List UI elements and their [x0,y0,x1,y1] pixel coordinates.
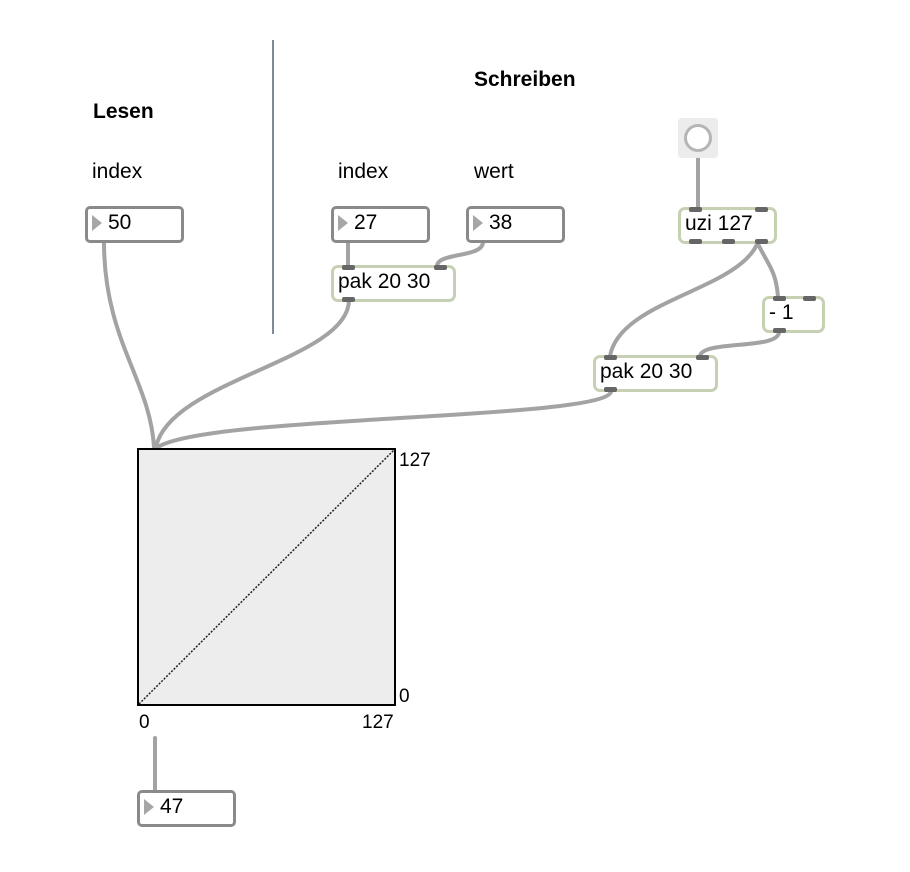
number-box-arrow-icon [144,799,154,815]
write-section-title: Schreiben [474,68,576,91]
table-y-max-label: 127 [399,450,431,471]
minus-object-label: - 1 [769,301,794,324]
cord-read-index-to-table [102,240,156,449]
write-index-label: index [338,160,389,183]
outlet[interactable] [773,328,786,333]
cord-pak-bottom-to-table [156,390,613,449]
read-index-label: index [92,160,143,183]
pak-object-top-label: pak 20 30 [338,270,431,293]
inlet[interactable] [604,355,617,360]
output-value: 47 [160,795,184,818]
inlet[interactable] [755,207,768,212]
inlet[interactable] [689,207,702,212]
write-value-label: wert [474,160,514,183]
table-editor[interactable] [137,448,396,706]
number-box-arrow-icon [338,215,348,231]
bang-button[interactable] [678,118,718,158]
outlet[interactable] [722,239,735,244]
minus-object[interactable]: - 1 [762,296,825,333]
read-index-number-box[interactable]: 50 [85,206,184,243]
number-box-arrow-icon [473,215,483,231]
write-index-number-box[interactable]: 27 [331,206,430,243]
uzi-object-label: uzi 127 [685,212,753,235]
cord-uzi-to-pak-bottom [608,240,760,358]
read-section-title: Lesen [93,100,154,123]
outlet[interactable] [689,239,702,244]
outlet[interactable] [755,239,768,244]
inlet[interactable] [342,265,355,270]
inlet[interactable] [434,265,447,270]
table-y-min-label: 0 [399,686,410,707]
section-divider [272,40,274,334]
bang-circle-icon [684,124,712,152]
write-value-number-box[interactable]: 38 [466,206,565,243]
read-index-value: 50 [108,211,132,234]
inlet[interactable] [773,296,786,301]
output-number-box[interactable]: 47 [137,790,236,827]
uzi-object[interactable]: uzi 127 [678,207,777,244]
outlet[interactable] [604,387,617,392]
number-box-arrow-icon [92,215,102,231]
table-x-max-label: 127 [362,712,394,733]
write-value-value: 38 [489,211,513,234]
inlet[interactable] [803,296,816,301]
cord-pak-top-to-table [154,298,351,449]
table-curve [139,450,394,704]
outlet[interactable] [342,297,355,302]
pak-object-bottom-label: pak 20 30 [600,360,693,383]
table-x-min-label: 0 [139,712,150,733]
cord-uzi-to-minus [755,240,780,299]
inlet[interactable] [696,355,709,360]
cord-value-to-pak [435,240,485,268]
pak-object-bottom[interactable]: pak 20 30 [593,355,718,392]
pak-object-top[interactable]: pak 20 30 [331,265,456,302]
table-diagonal-line [139,450,394,704]
cord-minus-to-pak-bottom [698,330,781,358]
write-index-value: 27 [354,211,378,234]
